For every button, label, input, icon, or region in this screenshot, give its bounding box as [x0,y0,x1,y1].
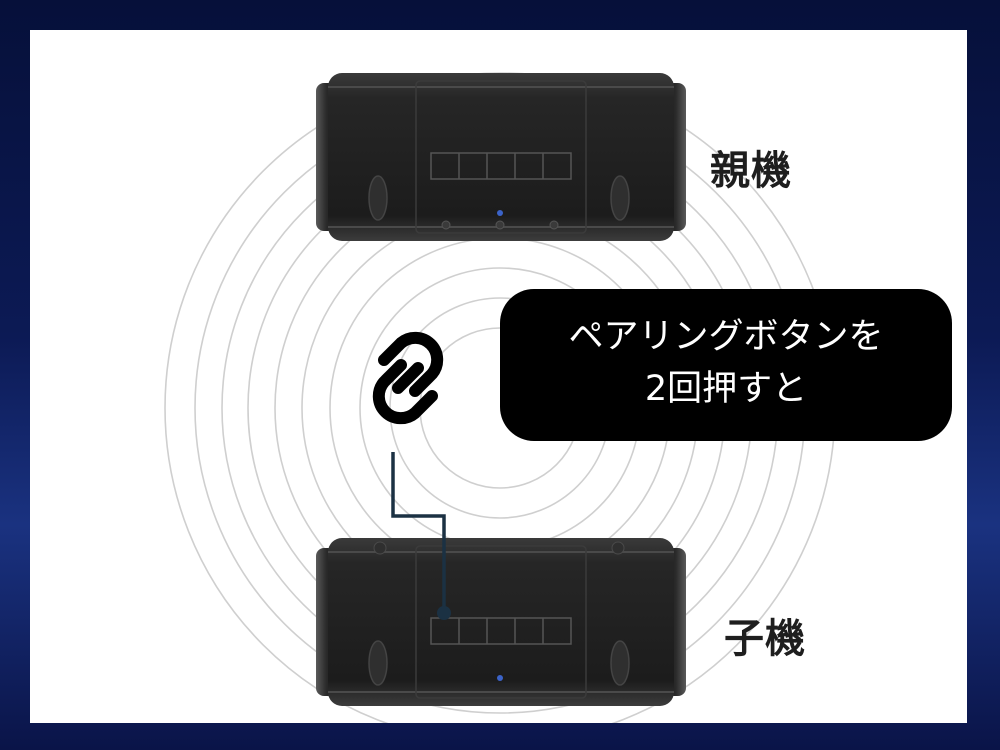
link-chain-icon [372,331,444,425]
child-device [316,538,686,706]
parent-device-label: 親機 [710,148,792,194]
instruction-line-1: ペアリングボタンを [568,317,884,357]
instruction-line-2: 2回押すと [644,369,808,409]
instruction-bubble: ペアリングボタンを 2回押すと [500,289,952,441]
child-device-label: 子機 [724,616,806,662]
parent-device [316,73,686,241]
illustration-panel: 親機 子機 ペアリングボタンを 2回押すと [30,30,967,723]
